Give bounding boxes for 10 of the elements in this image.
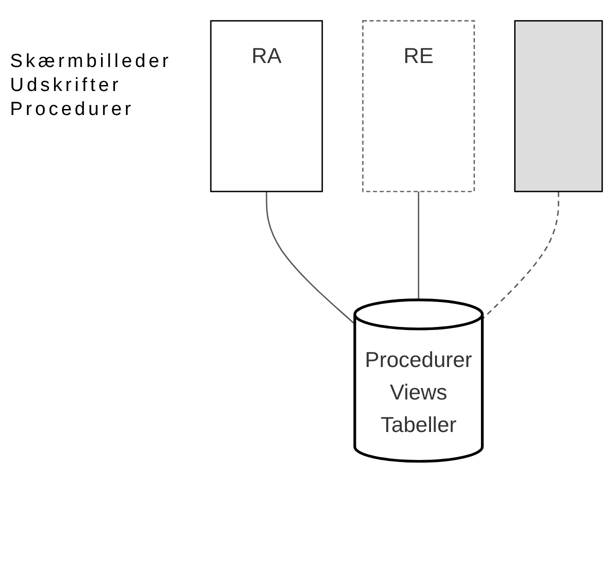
text-label: Udskrifter	[10, 74, 122, 98]
node-box	[210, 20, 323, 192]
node-box	[514, 20, 603, 192]
connector	[266, 192, 356, 324]
connector	[418, 192, 420, 300]
connector	[482, 192, 560, 320]
diagram: RA RE Procedurer Views Tabeller	[200, 10, 613, 472]
node-box	[362, 20, 475, 192]
text-label: Skærmbilleder	[10, 50, 172, 74]
text-label: Procedurer	[10, 98, 135, 122]
